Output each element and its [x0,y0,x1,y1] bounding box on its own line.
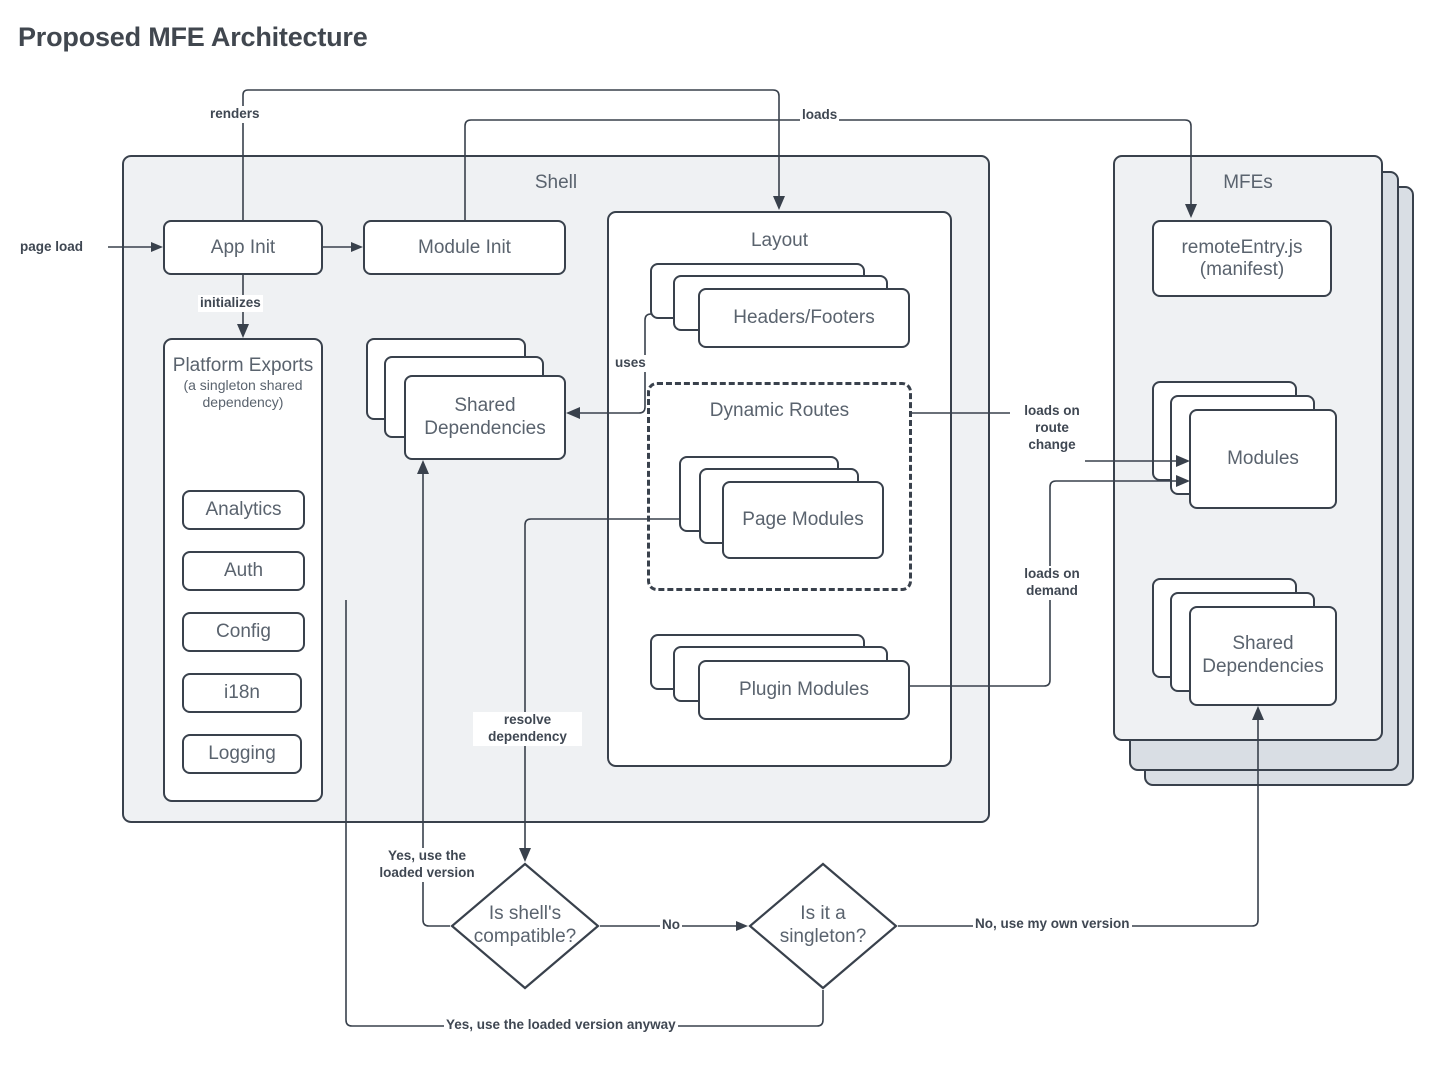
arrowhead [151,242,163,252]
platform-export-analytics[interactable]: Analytics [182,490,305,530]
arrowhead [566,407,580,419]
arrowhead [519,848,531,862]
edge-label-loads: loads [800,107,840,124]
edge-yes-anyway [345,600,824,1027]
shell-shared-dependencies-node[interactable]: Shared Dependencies [404,375,566,460]
edge-yes-use-loaded-version [422,470,450,927]
headers-footers-stack[interactable]: Headers/Footers [650,263,910,353]
remote-entry-line1: remoteEntry.js [1181,236,1303,258]
edge-label-page-load: page load [18,239,86,256]
edge-label-loads-on-demand: loads on demand [1008,566,1096,600]
mfe-shared-dependencies-node[interactable]: Shared Dependencies [1189,606,1337,706]
platform-export-logging[interactable]: Logging [182,734,302,774]
edge-label-loads-on-route-change: loads on route change [1010,403,1094,454]
shell-label: Shell [534,172,578,193]
app-init-node[interactable]: App Init [163,220,323,275]
platform-export-i18n[interactable]: i18n [182,673,302,713]
platform-exports-subtitle: (a singleton shared dependency) [183,377,303,411]
page-title: Proposed MFE Architecture [18,22,368,52]
edge-label-resolve-dependency: resolve dependency [473,712,582,746]
shell-shared-dependencies-stack[interactable]: Shared Dependencies [366,338,566,460]
mfe-modules-node[interactable]: Modules [1189,409,1337,509]
platform-exports-title-text: Platform Exports [172,355,314,376]
layout-label: Layout [750,230,809,251]
dynamic-routes-label: Dynamic Routes [709,400,850,421]
platform-export-auth[interactable]: Auth [182,551,305,591]
dynamic-routes-group [647,382,912,591]
remote-entry-line2: (manifest) [1199,258,1285,280]
edge-label-uses: uses [613,355,648,372]
arrowhead [1176,455,1190,467]
edge-renders [242,89,780,220]
mfe-modules-stack[interactable]: Modules [1152,381,1337,523]
edge-label-renders: renders [208,106,262,123]
arrowhead [417,460,429,474]
module-init-node[interactable]: Module Init [363,220,566,275]
plugin-modules-node[interactable]: Plugin Modules [698,660,910,720]
page-modules-node[interactable]: Page Modules [722,481,884,559]
mfes-label: MFEs [1223,172,1273,193]
arrowhead [773,196,785,210]
arrowhead [237,324,249,338]
page-modules-stack[interactable]: Page Modules [679,456,884,566]
remote-entry-node[interactable]: remoteEntry.js (manifest) [1152,220,1332,297]
edge-loads [464,119,1192,220]
edge-label-no: No [660,917,682,934]
platform-export-config[interactable]: Config [182,612,305,652]
edge-label-initializes: initializes [198,295,263,312]
arrowhead [1176,475,1190,487]
edge-no-own-version [898,716,1259,927]
arrowhead [351,242,363,252]
edge-label-yes-use-loaded-version-anyway: Yes, use the loaded version anyway [444,1017,678,1034]
mfe-shared-dependencies-stack[interactable]: Shared Dependencies [1152,578,1337,720]
arrowhead [1252,706,1264,720]
platform-exports-title: Platform Exports (a singleton shared dep… [165,354,321,411]
plugin-modules-stack[interactable]: Plugin Modules [650,634,910,726]
arrowhead [736,921,748,931]
edge-label-no-use-my-own-version: No, use my own version [973,916,1132,933]
edge-resolve-dependency [524,518,679,852]
arrowhead [1185,204,1197,218]
edge-label-yes-use-loaded-version: Yes, use the loaded version [355,848,499,882]
headers-footers-node[interactable]: Headers/Footers [698,288,910,348]
